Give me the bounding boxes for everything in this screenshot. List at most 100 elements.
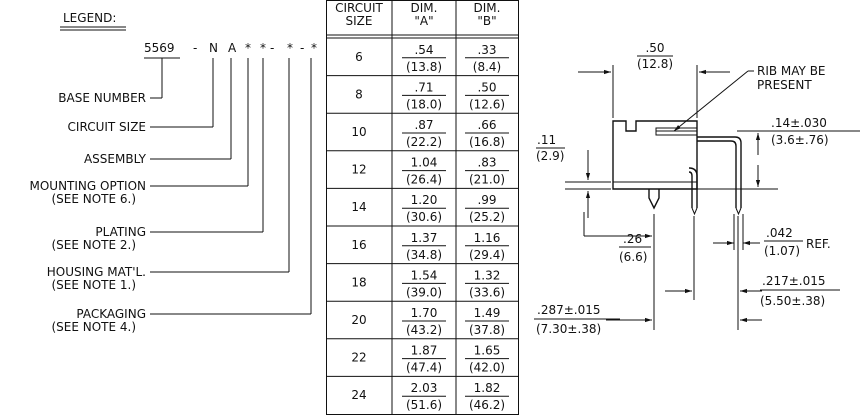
legend-labels: BASE NUMBER CIRCUIT SIZE ASSEMBLY MOUNTING …: [30, 91, 147, 334]
table-cell-mm: (46.2): [469, 398, 505, 412]
part-number-token: -: [300, 41, 304, 55]
table-cell-size: 12: [351, 163, 366, 177]
table-cell-inch: .33: [477, 43, 496, 57]
table-cell-inch: 2.03: [411, 381, 438, 395]
table-cell-mm: (25.2): [469, 210, 505, 224]
rib-leader: [673, 70, 749, 132]
table-cell-inch: .50: [477, 80, 496, 94]
dim-pin-in: .26: [623, 232, 642, 246]
table-cell-mm: (8.4): [473, 60, 501, 74]
table-cell-inch: .99: [477, 193, 496, 207]
table-cell-mm: (16.8): [469, 135, 505, 149]
dim-287-in: .287±.015: [537, 303, 601, 317]
table-cell-inch: 1.54: [411, 268, 438, 282]
legend-label: (SEE NOTE 1.): [51, 278, 136, 292]
inner-pin-tip: [691, 207, 698, 216]
table-cell-inch: 1.32: [474, 268, 501, 282]
table-cell-mm: (29.4): [469, 248, 505, 262]
table-cell-inch: .87: [414, 118, 433, 132]
legend-label: BASE NUMBER: [58, 91, 146, 105]
connector-side-view: .50 (12.8) RIB MAY BE PRESENT .14±.030 (…: [534, 41, 860, 336]
legend-leader-lines: [144, 57, 312, 315]
dim-ref-mm: (1.07): [764, 244, 800, 258]
table-cell-size: 8: [355, 87, 363, 101]
table-header-cell: DIM.: [411, 1, 438, 15]
table-cell-mm: (30.6): [406, 210, 442, 224]
part-number-token: *: [287, 41, 293, 55]
table-cell-size: 24: [351, 388, 366, 402]
part-number-token: *: [245, 41, 251, 55]
dim-pin-mm: (6.6): [619, 250, 647, 264]
legend-label: (SEE NOTE 2.): [51, 238, 136, 252]
terminal-inner: [697, 140, 737, 208]
table-cell-size: 6: [355, 50, 363, 64]
part-number-token: 5569: [144, 41, 175, 55]
inner-pin-inner: [688, 171, 693, 208]
rib-note-line1: RIB MAY BE: [757, 64, 826, 78]
dim-217-mm: (5.50±.38): [760, 294, 825, 308]
part-number-token: *: [311, 41, 317, 55]
housing-body: [612, 120, 698, 190]
dim-side-mm: (3.6±.76): [771, 133, 829, 147]
terminal-outer: [697, 136, 742, 208]
part-number-token: N: [209, 41, 218, 55]
table-cell-size: 14: [351, 200, 366, 214]
table-header-cell: SIZE: [346, 14, 373, 28]
legend-label: ASSEMBLY: [84, 152, 147, 166]
table-cell-inch: .83: [477, 156, 496, 170]
part-number-token: A: [228, 41, 237, 55]
legend-label: (SEE NOTE 6.): [51, 192, 136, 206]
legend-label: MOUNTING OPTION: [30, 179, 147, 193]
table-cell-inch: 1.49: [474, 306, 501, 320]
table-cell-inch: 1.20: [411, 193, 438, 207]
table-cell-inch: 1.65: [474, 344, 501, 358]
table-cell-size: 18: [351, 275, 366, 289]
legend-label: PLATING: [95, 225, 146, 239]
table-cell-size: 20: [351, 313, 366, 327]
table-cell-mm: (33.6): [469, 285, 505, 299]
table-cell-inch: 1.37: [411, 231, 438, 245]
part-number-token: *: [260, 41, 266, 55]
table-cell-mm: (26.4): [406, 173, 442, 187]
table-cell-mm: (21.0): [469, 173, 505, 187]
dim-left-mm: (2.9): [536, 149, 564, 163]
table-cell-size: 16: [351, 238, 366, 252]
table-cell-mm: (51.6): [406, 398, 442, 412]
table-cell-inch: .71: [414, 80, 433, 94]
dim-left-in: .11: [537, 133, 556, 147]
legend-label: CIRCUIT SIZE: [68, 120, 146, 134]
table-cell-mm: (18.0): [406, 97, 442, 111]
part-number-token: -: [193, 41, 197, 55]
table-cell-mm: (43.2): [406, 323, 442, 337]
table-cell-mm: (47.4): [406, 361, 442, 375]
dim-ref-in: .042: [766, 226, 793, 240]
table-cell-mm: (37.8): [469, 323, 505, 337]
legend-label: PACKAGING: [76, 307, 146, 321]
table-cell-inch: 1.82: [474, 381, 501, 395]
table-cell-mm: (39.0): [406, 285, 442, 299]
table-cell-size: 22: [351, 351, 366, 365]
mounting-peg: [648, 189, 660, 210]
table-cell-size: 10: [351, 125, 366, 139]
table-cell-inch: .66: [477, 118, 496, 132]
table-cell-inch: 1.04: [411, 156, 438, 170]
table-cell-inch: 1.70: [411, 306, 438, 320]
table-cell-mm: (42.0): [469, 361, 505, 375]
dim-side-in: .14±.030: [771, 116, 827, 130]
dim-287-mm: (7.30±.38): [536, 322, 601, 336]
rib-note-line2: PRESENT: [757, 78, 812, 92]
dim-top-mm: (12.8): [637, 57, 673, 71]
table-cell-mm: (22.2): [406, 135, 442, 149]
legend-label: HOUSING MAT'L.: [47, 265, 146, 279]
table-cell-mm: (34.8): [406, 248, 442, 262]
dim-217-in: .217±.015: [762, 274, 826, 288]
table-header-cell: CIRCUIT: [335, 1, 383, 15]
table-cell-mm: (13.8): [406, 60, 442, 74]
part-number-token: -: [270, 41, 274, 55]
table-header-cell: "A": [414, 14, 433, 28]
